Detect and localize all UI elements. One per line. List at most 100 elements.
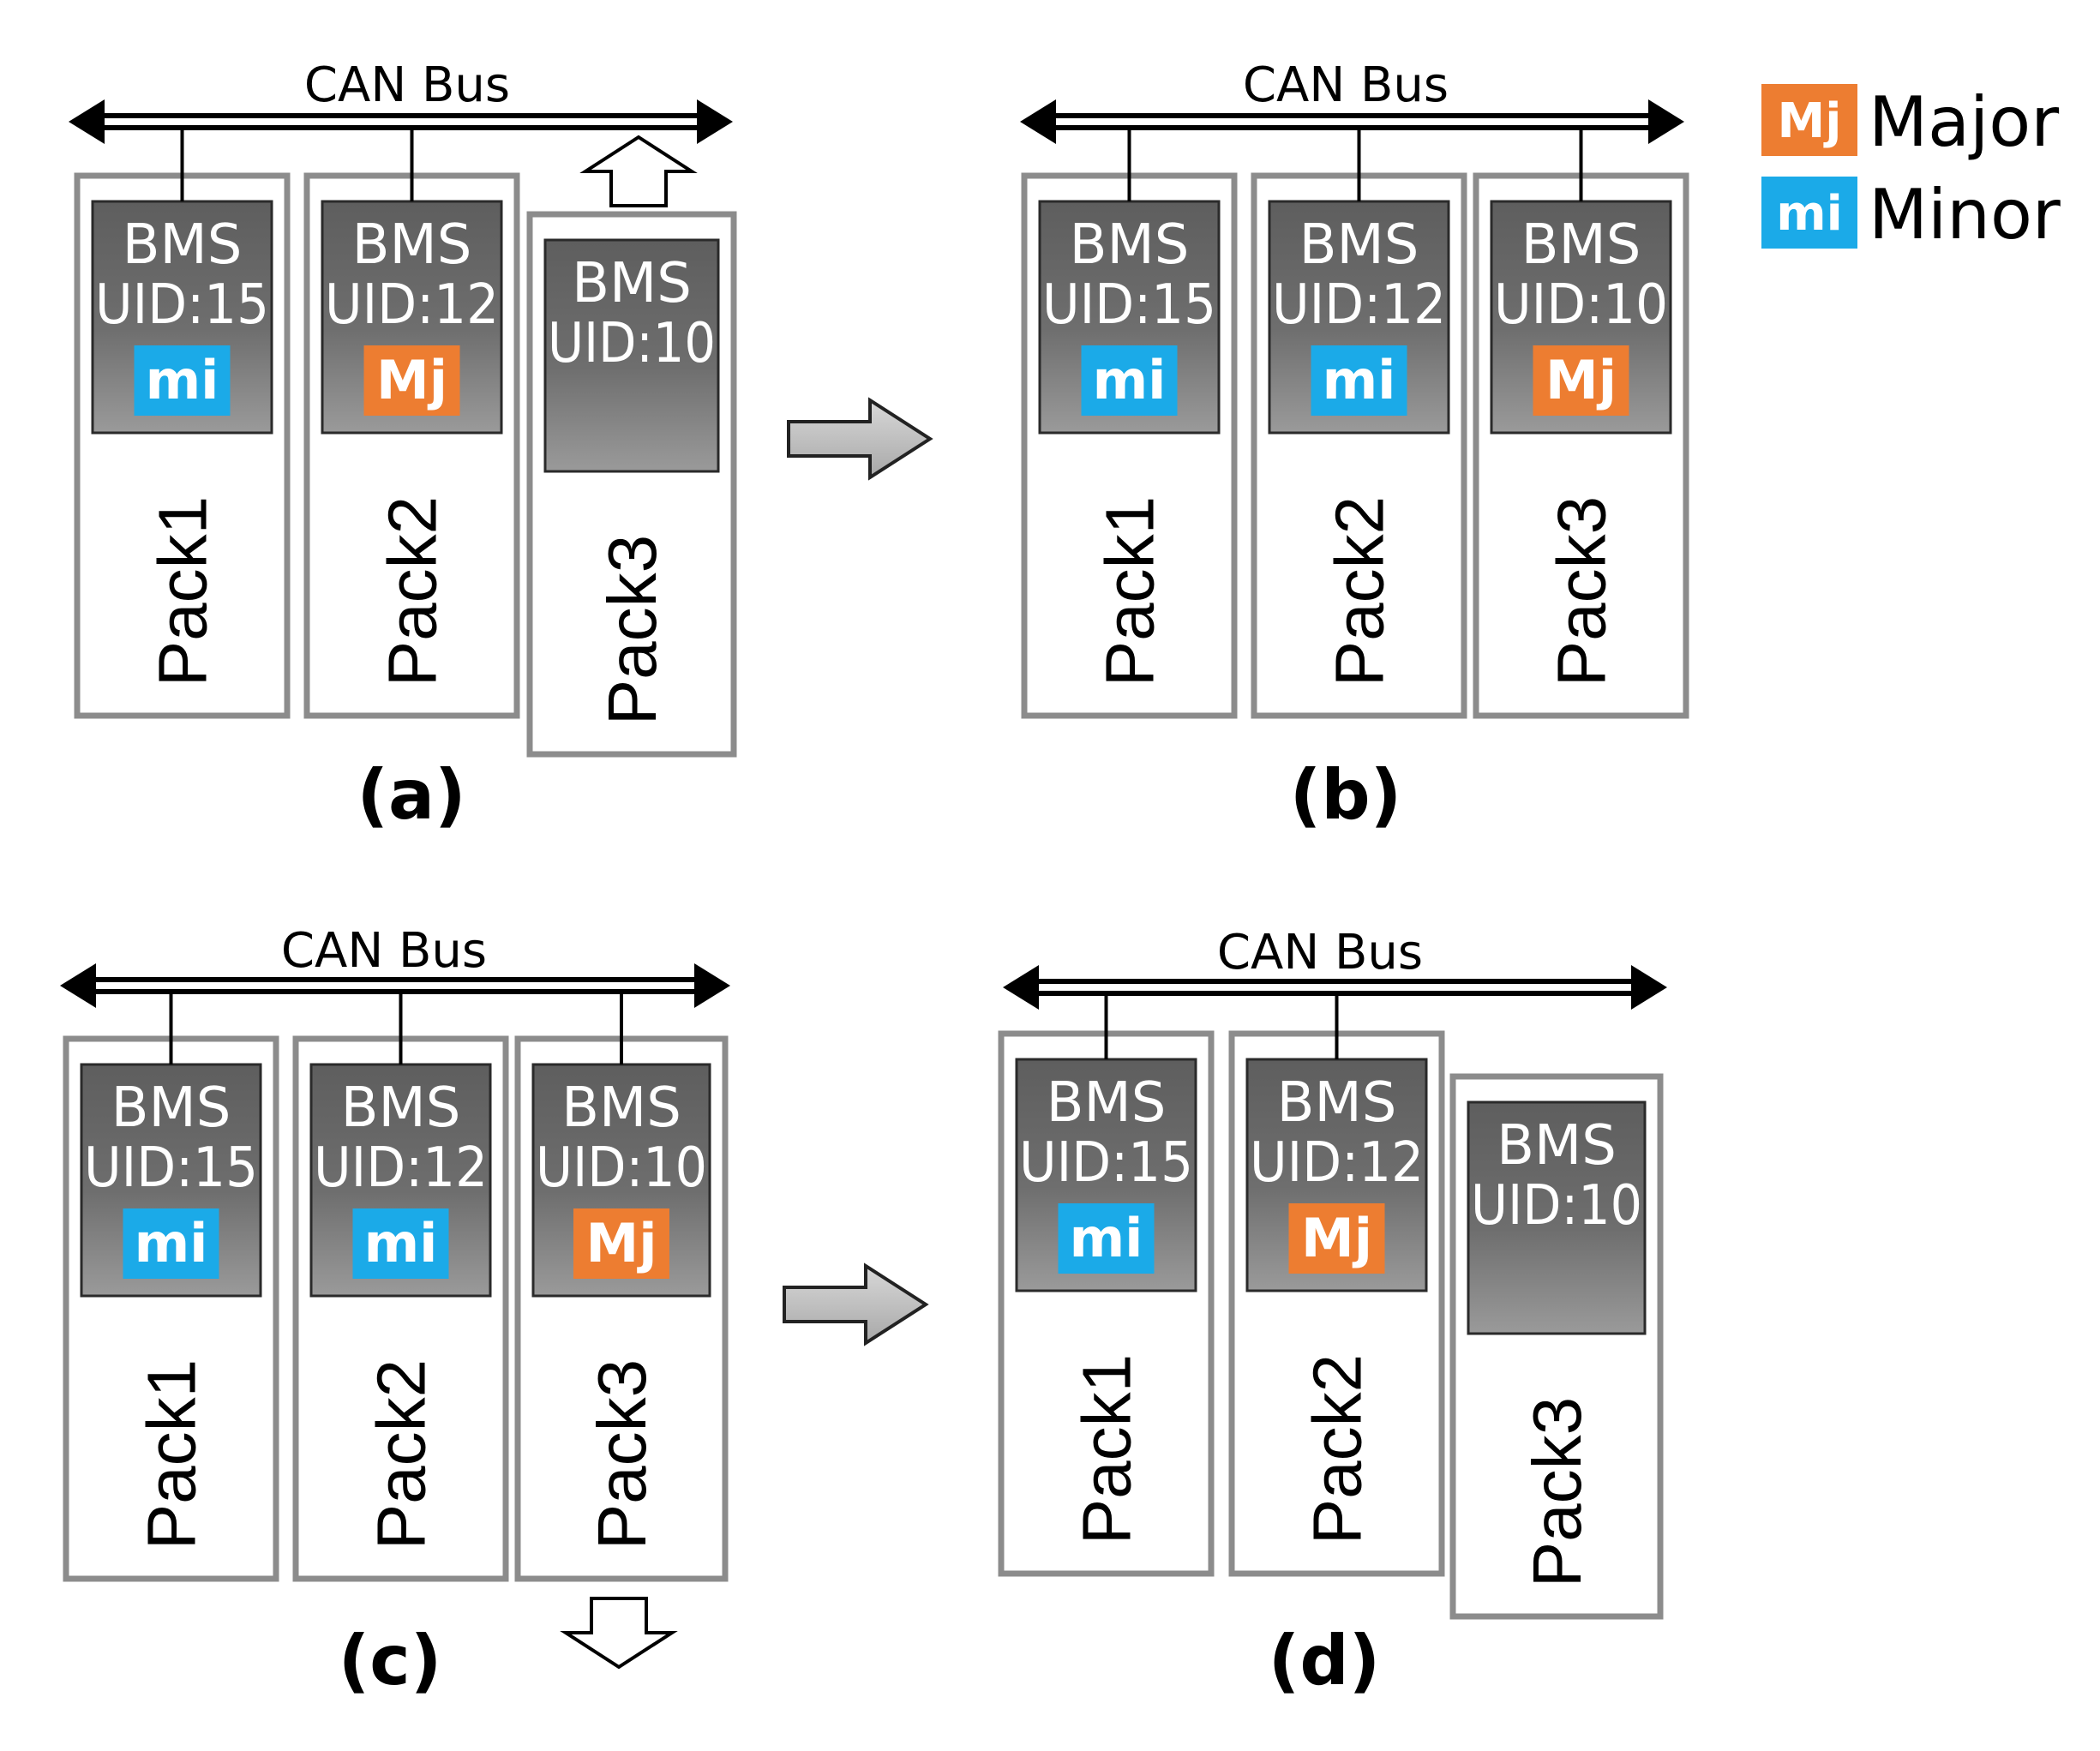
panel-label: (b) — [1290, 755, 1401, 835]
minor-badge-label: mi — [1093, 349, 1167, 411]
major-badge-label: Mj — [1301, 1207, 1372, 1269]
major-badge — [1533, 345, 1629, 416]
major-badge — [573, 1208, 669, 1279]
pack-name: Pack1 — [1069, 1354, 1145, 1544]
bms-uid: UID:15 — [1019, 1131, 1193, 1195]
bms-uid: UID:12 — [314, 1136, 488, 1200]
panel-a: CAN BusBMSUID:15miPack1BMSUID:12MjPack2B… — [69, 57, 737, 835]
panel-label: (a) — [357, 755, 465, 835]
pack-name: Pack2 — [375, 496, 451, 687]
pack-name: Pack2 — [363, 1359, 440, 1550]
bms-label: BMS — [352, 213, 472, 277]
pack-name: Pack1 — [134, 1359, 210, 1550]
minor-badge-label: mi — [146, 349, 219, 411]
bus-arrow-right-icon — [694, 963, 730, 1008]
minor-legend-label: Minor — [1869, 175, 2061, 255]
bms-module — [543, 238, 720, 473]
pack-name: Pack2 — [1322, 496, 1398, 687]
bms-label: BMS — [1047, 1071, 1167, 1135]
minor-badge — [134, 345, 231, 416]
minor-legend-swatch — [1761, 177, 1857, 249]
pack-name: Pack3 — [594, 535, 670, 725]
minor-badge — [123, 1208, 219, 1279]
bms-uid: UID:12 — [325, 273, 499, 337]
minor-badge-label: mi — [364, 1212, 438, 1274]
bms-label: BMS — [1277, 1071, 1397, 1135]
major-badge-label: Mj — [586, 1212, 657, 1274]
can-bus-label: CAN Bus — [281, 923, 487, 979]
pack-insert-arrow-icon — [579, 135, 698, 207]
bms-uid: UID:15 — [84, 1136, 258, 1200]
minor-badge — [352, 1208, 449, 1279]
pack-name: Pack1 — [145, 496, 221, 687]
bus-arrow-left-icon — [69, 99, 105, 144]
bms-label: BMS — [1521, 213, 1641, 277]
pack-name: Pack3 — [584, 1359, 660, 1550]
bus-arrow-right-icon — [697, 99, 733, 144]
major-badge-label: Mj — [376, 349, 447, 411]
bms-uid: UID:12 — [1272, 273, 1446, 337]
transition-arrow-icon — [783, 1262, 929, 1346]
minor-badge — [1058, 1203, 1155, 1274]
bms-uid: UID:10 — [1494, 273, 1668, 337]
minor-legend-badge: mi — [1776, 186, 1843, 242]
minor-badge — [1311, 345, 1407, 416]
bms-label: BMS — [1299, 213, 1419, 277]
pack-remove-arrow-icon — [560, 1597, 678, 1670]
can-bus-label: CAN Bus — [1217, 925, 1423, 980]
bus-arrow-right-icon — [1631, 965, 1667, 1010]
bms-uid: UID:10 — [1471, 1174, 1642, 1238]
bms-label: BMS — [1497, 1114, 1617, 1178]
bms-label: BMS — [1070, 213, 1190, 277]
bms-uid: UID:10 — [536, 1136, 707, 1200]
pack-name: Pack3 — [1544, 496, 1620, 687]
bms-label: BMS — [572, 252, 692, 315]
minor-badge-label: mi — [135, 1212, 208, 1274]
bms-uid: UID:15 — [95, 273, 269, 337]
bms-uid: UID:15 — [1042, 273, 1216, 337]
transition-arrow-icon — [787, 397, 933, 481]
bms-label: BMS — [123, 213, 243, 277]
major-legend-badge: Mj — [1778, 93, 1842, 149]
pack-name: Pack2 — [1299, 1354, 1376, 1544]
panel-label: (c) — [339, 1621, 442, 1700]
major-legend-label: Major — [1869, 82, 2059, 162]
bus-arrow-left-icon — [1003, 965, 1039, 1010]
minor-badge-label: mi — [1323, 349, 1396, 411]
bms-uid: UID:12 — [1250, 1131, 1424, 1195]
major-badge — [1288, 1203, 1385, 1274]
major-badge — [363, 345, 460, 416]
bms-label: BMS — [341, 1076, 461, 1140]
major-badge-label: Mj — [1545, 349, 1617, 411]
pack-name: Pack3 — [1519, 1397, 1595, 1587]
bms-label: BMS — [561, 1076, 681, 1140]
bms-uid: UID:10 — [548, 312, 716, 375]
panel-label: (d) — [1269, 1621, 1380, 1700]
bus-arrow-left-icon — [60, 963, 96, 1008]
bms-label: BMS — [111, 1076, 231, 1140]
bms-module — [1467, 1100, 1647, 1335]
can-bus-label: CAN Bus — [1243, 57, 1449, 113]
pack-name: Pack1 — [1092, 496, 1168, 687]
panel-b: CAN BusBMSUID:15miPack1BMSUID:12miPack2B… — [1020, 57, 1689, 835]
bus-arrow-right-icon — [1648, 99, 1684, 144]
minor-badge-label: mi — [1070, 1207, 1143, 1269]
can-bus-label: CAN Bus — [304, 57, 510, 113]
major-legend-swatch — [1761, 84, 1857, 156]
panel-c: CAN BusBMSUID:15miPack1BMSUID:12miPack2B… — [60, 923, 730, 1700]
